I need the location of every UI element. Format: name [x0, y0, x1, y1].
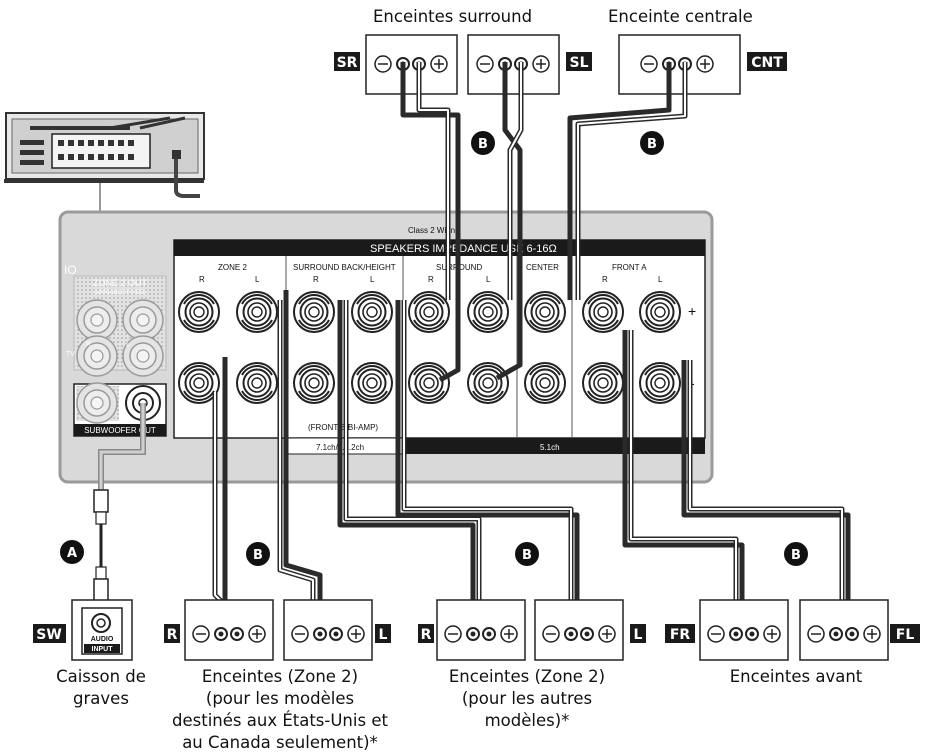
tag-fl: FL: [890, 624, 920, 643]
cable-center: [567, 62, 688, 300]
svg-text:SL: SL: [569, 55, 588, 71]
caption-center-speaker: Enceinte centrale: [608, 7, 753, 26]
tag-sl: SL: [566, 52, 592, 71]
io-label: IO: [64, 263, 77, 277]
svg-text:L: L: [658, 275, 663, 284]
center-speaker: [618, 34, 741, 95]
svg-text:CNT: CNT: [751, 55, 783, 71]
zone2-other-left-speaker: [534, 599, 624, 661]
io-block: ZONE 2 OUT (VARIABLE/FIXED) TV R L SUBWO…: [66, 275, 167, 437]
caption-zone2-other-3: modèles)*: [485, 711, 570, 730]
svg-text:FR: FR: [670, 627, 691, 643]
svg-text:A: A: [67, 546, 77, 561]
class2-wiring-label: Class 2 Wiring: [408, 226, 460, 235]
caption-surround-speakers: Enceintes surround: [373, 7, 532, 26]
svg-text:L: L: [486, 275, 491, 284]
zone2-l-label: L: [126, 341, 130, 348]
cable-front: [622, 330, 851, 610]
cable-zone2-other: [337, 300, 580, 610]
caption-zone2-other-2: (pour les autres: [462, 689, 592, 708]
zone2-other-right-speaker: [436, 599, 526, 661]
speakers-header: SPEAKERS IMPEDANCE USE 6-16Ω: [370, 243, 557, 255]
caption-subwoofer-1: Caisson de: [56, 667, 146, 686]
svg-text:FL: FL: [896, 627, 915, 643]
caption-zone2-us-1: Enceintes (Zone 2): [202, 667, 358, 686]
zone2-us-right-speaker: [184, 599, 274, 661]
surround-right-speaker: [365, 34, 458, 95]
svg-text:L: L: [370, 275, 375, 284]
caption-zone2-other-1: Enceintes (Zone 2): [449, 667, 605, 686]
cable-subwoofer: [93, 403, 146, 604]
svg-text:B: B: [647, 137, 657, 152]
tag-zone2-us-r: R: [164, 624, 180, 643]
tag-sr: SR: [334, 52, 360, 71]
badge-b-center: B: [640, 131, 664, 155]
tv-label: TV: [66, 351, 75, 358]
surround-left-speaker: [467, 34, 560, 95]
plus-label: +: [688, 303, 696, 319]
caption-subwoofer-2: graves: [73, 689, 129, 708]
svg-text:SW: SW: [36, 627, 62, 643]
svg-text:R: R: [313, 275, 319, 284]
badge-b-front: B: [784, 542, 808, 566]
tag-fr: FR: [665, 624, 695, 643]
receiver-thumbnail: [4, 112, 205, 212]
bottom-speakers: [184, 599, 889, 661]
tag-zone2-other-r: R: [418, 624, 434, 643]
svg-text:R: R: [428, 275, 434, 284]
caption-zone2-us-3: destinés aux États-Unis et: [172, 711, 388, 730]
rear-panel: Class 2 Wiring IO ZONE 2 OUT (VARIABLE/F…: [58, 210, 714, 484]
group-zone2: ZONE 2: [218, 263, 247, 272]
group-front-a: FRONT A: [612, 263, 647, 272]
svg-text:R: R: [199, 275, 205, 284]
tag-zone2-us-l: L: [375, 624, 391, 643]
svg-text:B: B: [791, 548, 801, 563]
front-right-speaker: [699, 599, 789, 661]
svg-text:L: L: [255, 275, 260, 284]
variable-fixed-label: (VARIABLE/FIXED): [94, 290, 146, 296]
svg-text:SR: SR: [337, 55, 358, 71]
tag-cnt: CNT: [747, 52, 787, 71]
svg-text:R: R: [602, 275, 608, 284]
subwoofer-out-label: SUBWOOFER OUT: [84, 426, 156, 435]
badge-a: A: [60, 540, 84, 564]
audio-label: AUDIO: [91, 636, 114, 643]
svg-text:B: B: [522, 548, 532, 563]
cable-surround-left: [495, 62, 524, 381]
svg-text:L: L: [379, 627, 388, 643]
tag-zone2-other-l: L: [630, 624, 646, 643]
subwoofer-input-box: AUDIO INPUT: [71, 599, 133, 661]
svg-text:B: B: [478, 137, 488, 152]
svg-text:R: R: [167, 627, 178, 643]
terminal-top-row: [178, 291, 681, 333]
svg-text:L: L: [634, 627, 643, 643]
front-bi-amp-label: (FRONT B/BI-AMP): [308, 423, 378, 432]
badge-b-zone2-other: B: [515, 542, 539, 566]
svg-text:R: R: [421, 627, 432, 643]
zone2-out-label: ZONE 2 OUT: [93, 278, 148, 288]
group-surround-back-height: SURROUND BACK/HEIGHT: [293, 263, 396, 272]
zone2-r-label: R: [86, 341, 91, 348]
badge-b-zone2-us: B: [246, 542, 270, 566]
badge-b-surround: B: [471, 131, 495, 155]
terminal-bottom-row: [178, 362, 681, 404]
svg-text:B: B: [253, 548, 263, 563]
zone2-us-left-speaker: [283, 599, 373, 661]
caption-zone2-us-2: (pour les modèles: [206, 689, 354, 708]
front-left-speaker: [799, 599, 889, 661]
group-center: CENTER: [526, 263, 559, 272]
input-label: INPUT: [92, 646, 114, 653]
caption-front-speakers: Enceintes avant: [730, 667, 863, 686]
tag-sw: SW: [33, 624, 66, 643]
caption-zone2-us-4: au Canada seulement)*: [182, 733, 378, 752]
ch-51-label: 5.1ch: [540, 443, 560, 452]
cable-surround-right: [400, 62, 461, 383]
